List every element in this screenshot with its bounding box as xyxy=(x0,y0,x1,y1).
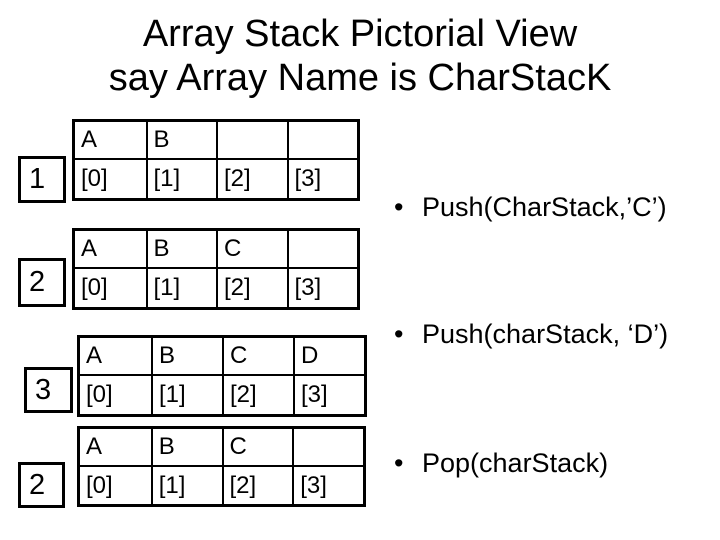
title-line-2: say Array Name is CharStacK xyxy=(108,57,612,99)
bullet-item-push-c: • Push(CharStack,’C’) xyxy=(394,190,667,224)
array-cell xyxy=(286,231,358,267)
stack-count-box-2: 2 xyxy=(18,258,66,307)
stack-count-value: 1 xyxy=(29,163,46,195)
bullet-item-pop: • Pop(charStack) xyxy=(394,446,608,480)
bullet-item-push-d: • Push(charStack, ‘D’) xyxy=(394,317,668,351)
bullet-text: Pop(charStack) xyxy=(422,448,609,478)
array-index-cell: [0] xyxy=(80,465,151,504)
stack-count-value: 2 xyxy=(29,468,46,501)
array-cell: A xyxy=(81,126,98,153)
stack-count-box-4: 2 xyxy=(18,462,65,508)
array-table-4: A B C [0] [1] [2] [3] xyxy=(77,426,366,507)
array-index-cell: [2] xyxy=(221,465,293,504)
array-cell: D xyxy=(293,338,364,374)
array-cell: C xyxy=(221,429,293,465)
array-cell: B xyxy=(145,231,217,267)
array-index-cell: [2] xyxy=(222,374,293,414)
array-index-cell: [1] xyxy=(145,267,216,307)
array-index-cell: [3] xyxy=(293,374,364,414)
array-table-1: A B [0] [1] [2] [3] xyxy=(72,119,360,201)
array-cell: A xyxy=(86,433,103,460)
array-index-cell: [0] xyxy=(80,374,151,414)
bullet-icon: • xyxy=(394,192,404,222)
stack-count-value: 3 xyxy=(35,373,52,406)
array-cell: C xyxy=(222,338,293,374)
bullet-text: Push(CharStack,’C’) xyxy=(422,192,667,222)
array-index-cell: [3] xyxy=(286,158,357,198)
bullet-icon: • xyxy=(394,448,404,478)
bullet-icon: • xyxy=(394,319,404,349)
array-cell: A xyxy=(81,235,98,262)
array-cell xyxy=(216,122,287,158)
array-cell xyxy=(292,429,363,465)
array-index-cell: [0] xyxy=(75,158,146,198)
array-index-cell: [3] xyxy=(292,465,363,504)
title-line-1: Array Stack Pictorial View xyxy=(142,13,578,55)
array-index-cell: [1] xyxy=(150,465,222,504)
slide-title: Array Stack Pictorial View say Array Nam… xyxy=(0,12,720,100)
array-cell: C xyxy=(216,231,287,267)
array-cell: B xyxy=(150,429,222,465)
array-index-cell: [2] xyxy=(216,158,287,198)
array-index-cell: [2] xyxy=(216,267,287,307)
bullet-text: Push(charStack, ‘D’) xyxy=(422,319,669,349)
array-cell xyxy=(286,122,358,158)
array-table-3: A B C D [0] [1] [2] [3] xyxy=(77,335,367,417)
stack-count-box-1: 1 xyxy=(18,156,66,203)
array-table-2: A B C [0] [1] [2] [3] xyxy=(72,228,360,310)
array-index-cell: [1] xyxy=(151,374,222,414)
array-index-cell: [0] xyxy=(75,267,146,307)
array-index-cell: [3] xyxy=(286,267,357,307)
array-cell: A xyxy=(86,342,103,369)
stack-count-box-3: 3 xyxy=(24,367,73,413)
array-index-cell: [1] xyxy=(145,158,216,198)
stack-count-value: 2 xyxy=(29,266,46,298)
array-cell: B xyxy=(145,122,217,158)
array-cell: B xyxy=(151,338,222,374)
